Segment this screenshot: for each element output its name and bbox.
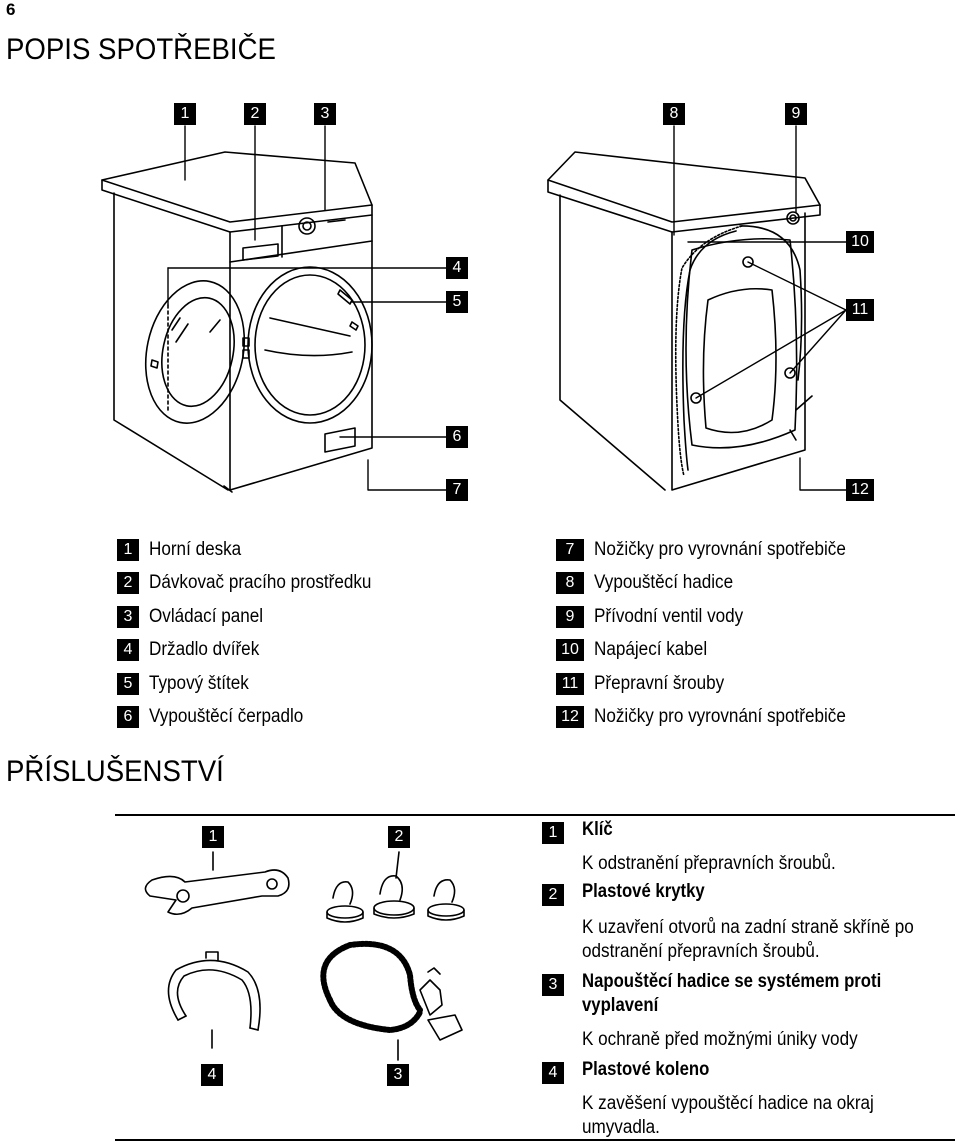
accessory-number: 3: [542, 974, 564, 996]
accessory-title: Napouštěcí hadice se systémem proti vypl…: [582, 971, 882, 1016]
accessory-description: K odstranění přepravních šroubů.: [582, 853, 836, 874]
callout-12: 12: [846, 479, 874, 501]
legend-number: 7: [556, 538, 584, 561]
accessory-item: 2 Plastové krytky K uzavření otvorů na z…: [542, 880, 952, 964]
accessory-number: 4: [542, 1062, 564, 1084]
legend-label: Přívodní ventil vody: [594, 605, 744, 627]
callout-4: 4: [446, 257, 468, 279]
legend-label: Nožičky pro vyrovnání spotřebiče: [594, 706, 846, 728]
accessory-title: Klíč: [582, 819, 613, 840]
legend-number: 6: [117, 706, 139, 729]
accessory-item: 1 Klíč K odstranění přepravních šroubů.: [542, 818, 952, 876]
accessory-description: K ochraně před možnými úniky vody: [582, 1029, 858, 1050]
accessory-description: K uzavření otvorů na zadní straně skříně…: [582, 917, 914, 962]
legend-label: Dávkovač pracího prostředku: [149, 572, 372, 594]
legend-number: 2: [117, 572, 139, 595]
callout-lines: [167, 125, 847, 491]
legend-label: Přepravní šrouby: [594, 672, 725, 694]
legend-item: 5 Typový štítek: [117, 667, 396, 701]
accessories-list: 1 Klíč K odstranění přepravních šroubů. …: [542, 818, 952, 1140]
section-title-description: POPIS SPOTŘEBIČE: [6, 33, 276, 66]
legend-item: 8 Vypouštěcí hadice: [556, 567, 874, 601]
divider-top: [115, 814, 955, 816]
accessory-item: 4 Plastové koleno K zavěšení vypouštěcí …: [542, 1058, 952, 1140]
legend-label: Napájecí kabel: [594, 639, 708, 661]
legend-number: 3: [117, 605, 139, 628]
callout-6: 6: [446, 426, 468, 448]
accessory-description: K zavěšení vypouštěcí hadice na okraj um…: [582, 1093, 874, 1138]
legend-label: Držadlo dvířek: [149, 639, 260, 661]
legend-item: 12 Nožičky pro vyrovnání spotřebiče: [556, 701, 874, 735]
legend-number: 11: [556, 672, 584, 695]
callout-3: 3: [314, 103, 336, 125]
legend-label: Horní deska: [149, 538, 242, 560]
legend-item: 10 Napájecí kabel: [556, 634, 874, 668]
legend-label: Nožičky pro vyrovnání spotřebiče: [594, 538, 846, 560]
acc-callout-2: 2: [388, 826, 410, 848]
legend-label: Vypouštěcí hadice: [594, 572, 734, 594]
legend-number: 8: [556, 572, 584, 595]
page-number: 6: [6, 0, 16, 19]
callout-8: 8: [663, 103, 685, 125]
legend-left: 1 Horní deska 2 Dávkovač pracího prostředk…: [117, 533, 396, 734]
legend-label: Vypouštěcí čerpadlo: [149, 706, 304, 728]
front-washer-drawing: [101, 151, 373, 493]
rear-washer-drawing: [547, 151, 821, 491]
legend-item: 9 Přívodní ventil vody: [556, 600, 874, 634]
legend-item: 1 Horní deska: [117, 533, 396, 567]
legend-number: 12: [556, 706, 584, 729]
callout-5: 5: [446, 291, 468, 313]
legend-label: Typový štítek: [149, 672, 249, 694]
legend-item: 11 Přepravní šrouby: [556, 667, 874, 701]
accessory-title: Plastové krytky: [582, 881, 705, 902]
legend-number: 1: [117, 538, 139, 561]
legend-label: Ovládací panel: [149, 605, 264, 627]
accessory-number: 2: [542, 884, 564, 906]
divider-bottom: [115, 1139, 955, 1141]
callout-11: 11: [846, 299, 874, 321]
callout-2: 2: [244, 103, 266, 125]
legend-number: 10: [556, 639, 584, 662]
legend-item: 7 Nožičky pro vyrovnání spotřebiče: [556, 533, 874, 567]
legend-item: 4 Držadlo dvířek: [117, 634, 396, 668]
callout-7: 7: [446, 479, 468, 501]
acc-callout-1: 1: [202, 826, 224, 848]
legend-item: 2 Dávkovač pracího prostředku: [117, 567, 396, 601]
callout-10: 10: [846, 231, 874, 253]
acc-callout-4: 4: [201, 1064, 223, 1086]
section-title-accessories: PŘÍSLUŠENSTVÍ: [6, 755, 224, 788]
legend-number: 5: [117, 672, 139, 695]
legend-number: 4: [117, 639, 139, 662]
accessory-drawings: [144, 851, 465, 1061]
acc-callout-3: 3: [387, 1064, 409, 1086]
callout-1: 1: [174, 103, 196, 125]
legend-item: 3 Ovládací panel: [117, 600, 396, 634]
accessory-title: Plastové koleno: [582, 1059, 710, 1080]
callout-9: 9: [785, 103, 807, 125]
accessory-item: 3 Napouštěcí hadice se systémem proti vy…: [542, 970, 952, 1052]
legend-number: 9: [556, 605, 584, 628]
accessory-number: 1: [542, 822, 564, 844]
legend-item: 6 Vypouštěcí čerpadlo: [117, 701, 396, 735]
